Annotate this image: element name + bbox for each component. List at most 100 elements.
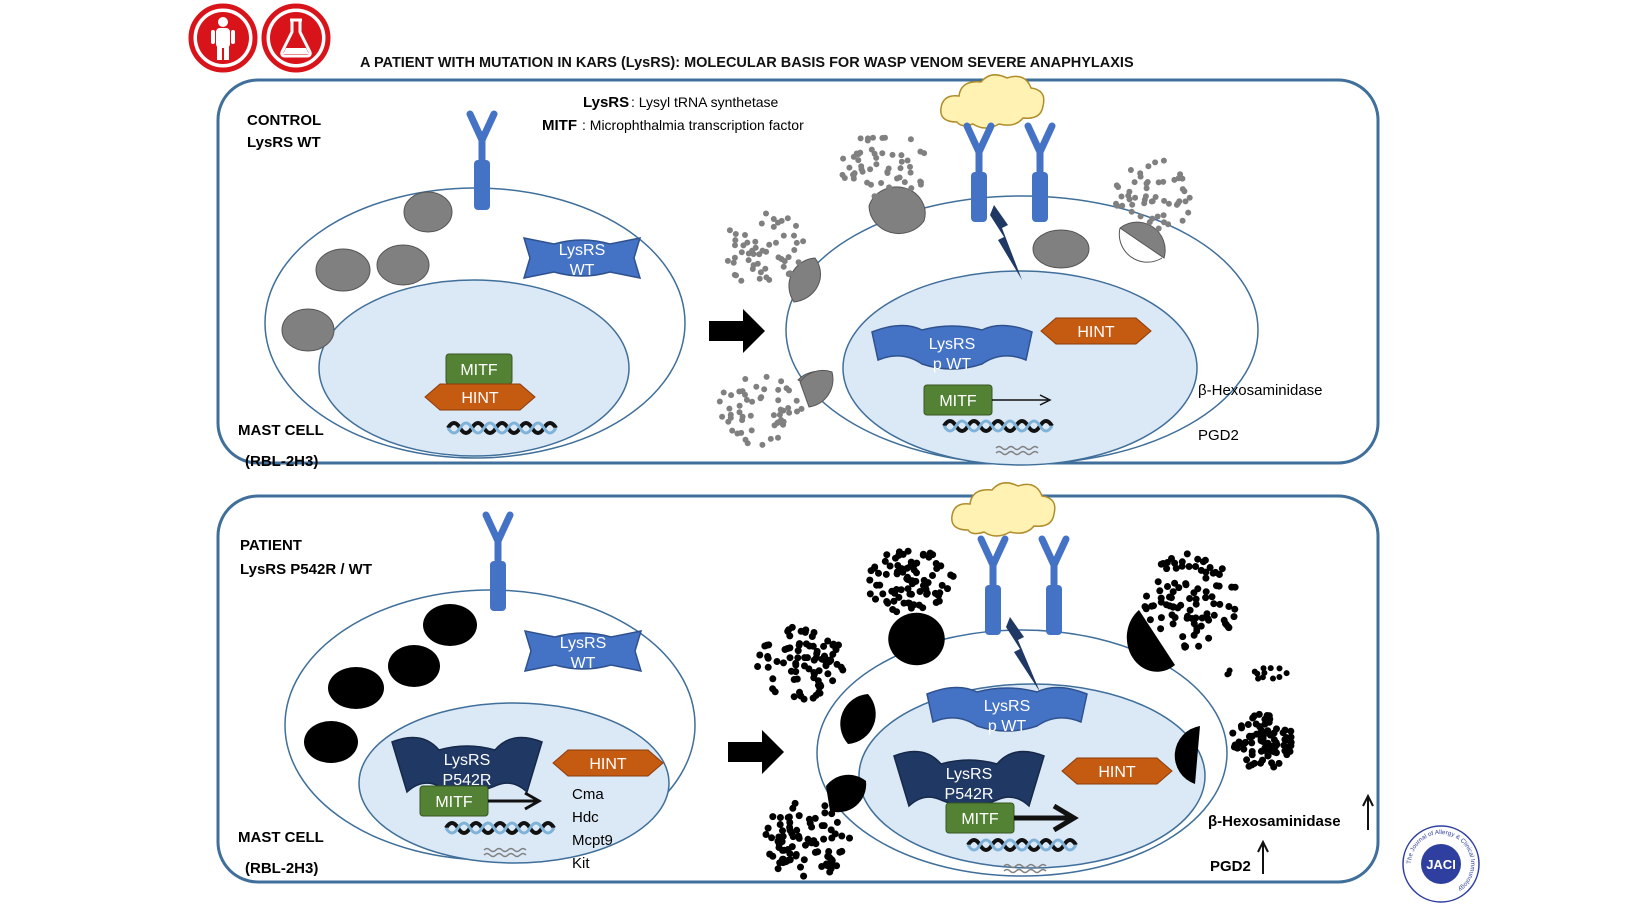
svg-text:MITF: MITF (460, 362, 498, 379)
mediator-dot (1276, 665, 1283, 672)
mediator-dot (779, 855, 786, 863)
lysrs-p542r-mutant-protein: LysRS P542R (893, 750, 1045, 807)
mediator-dot (923, 589, 931, 597)
mediator-dot (1273, 725, 1280, 733)
mediator-dot (1283, 670, 1290, 677)
hint-box: HINT (424, 383, 536, 411)
mitf-box: MITF (923, 384, 993, 416)
mediator-dot (1167, 594, 1175, 602)
mediator-dot (811, 848, 819, 856)
mediator-dot (1259, 756, 1266, 764)
mediator-dot (1260, 665, 1267, 672)
mediator-dot (1233, 744, 1241, 752)
lightning-icon (990, 205, 1022, 280)
mediator-dot (1183, 614, 1191, 622)
mediator-dot (929, 551, 937, 559)
mediator-dot (1165, 221, 1172, 228)
mediator-dot (768, 834, 776, 842)
svg-text:HINT: HINT (461, 390, 499, 407)
mediator-dot (1198, 614, 1206, 622)
legend-mitf-abbr: MITF (542, 117, 577, 134)
mediator-dot (775, 434, 781, 441)
mediator-dot (903, 564, 911, 572)
mediator-dot (1113, 200, 1119, 207)
mediator-dot (795, 812, 803, 820)
mediator-dot (1160, 212, 1167, 219)
mediator-dot (1206, 564, 1214, 571)
mediator-dot (1160, 178, 1167, 185)
mediator-dot (932, 599, 940, 606)
mediator-dot (761, 386, 768, 393)
lysrs-p542r-mutant-protein: LysRS P542R (391, 736, 543, 793)
figure-title: A PATIENT WITH MUTATION IN KARS (LysRS):… (360, 55, 1134, 71)
mediator-dot (774, 865, 782, 873)
mediator-dot (1259, 738, 1267, 745)
lysrs-wt-protein: LysRS WT (523, 237, 641, 279)
mediator-dot (1287, 733, 1295, 741)
mediator-dot (1182, 198, 1189, 205)
mediator-dot (1197, 622, 1205, 630)
mediator-dot (898, 158, 905, 165)
mediator-dot (868, 146, 875, 153)
mediator-dot (739, 417, 746, 424)
mediator-dot (736, 388, 743, 395)
lysrs-wt-protein: LysRS WT (524, 630, 642, 672)
mediator-dot (779, 832, 787, 840)
mediator-dot (731, 254, 738, 261)
mediator-dot (1224, 671, 1231, 678)
mediator-dot (1255, 675, 1262, 682)
mediator-dot (1165, 200, 1172, 207)
gene-label: Hdc (572, 809, 599, 826)
mediator-dot (1209, 569, 1217, 577)
mediator-dot (1163, 565, 1171, 573)
mediator-dot (776, 411, 783, 418)
mediator-dot (791, 247, 798, 253)
mediator-dot (816, 681, 824, 689)
mediator-dot (1157, 598, 1165, 606)
mediator-dot (1230, 613, 1238, 621)
svg-text:MITF: MITF (961, 811, 999, 828)
mediator-dot (795, 641, 803, 649)
mediator-dot (788, 843, 796, 851)
mediator-dot (929, 572, 936, 579)
mediator-dot (886, 184, 893, 191)
increase-arrow-icon (1362, 793, 1374, 830)
mediator-dot (786, 409, 793, 416)
svg-text:P542R: P542R (945, 786, 994, 803)
target-gene-list: Cma Hdc Mcpt9 Kit (572, 786, 613, 872)
mediator-dot (890, 597, 898, 605)
mediator-dot (777, 406, 784, 413)
mediator-dot (769, 852, 777, 860)
mediator-dot (833, 862, 841, 870)
mediator-dot (1225, 603, 1233, 610)
jaci-badge-text: JACI (1426, 857, 1456, 872)
mediator-dot (1199, 558, 1207, 566)
svg-text:WT: WT (570, 262, 595, 279)
mediator-dot (937, 562, 945, 570)
mediator-dot (778, 838, 786, 846)
mediator-dot (917, 181, 924, 188)
mediator-dot (949, 572, 957, 580)
mediator-dot (1202, 574, 1210, 582)
mediator-dot (769, 813, 777, 821)
mediator-dot (764, 663, 772, 671)
mediator-dot (868, 181, 874, 188)
mediator-dot (793, 222, 799, 229)
mediator-dot (1164, 583, 1171, 590)
mediator-dot (784, 627, 792, 635)
mediator-dot (729, 427, 736, 434)
mediator-dot (758, 394, 765, 401)
mediator-dot (866, 576, 874, 584)
mediator-dot (1208, 593, 1216, 601)
mediator-dot (810, 670, 818, 678)
mediator-dot (1149, 215, 1156, 222)
mediator-dot (1192, 563, 1200, 570)
mediator-dot (763, 248, 770, 255)
mediator-dot (881, 557, 889, 565)
mediator-dot (792, 852, 800, 860)
mediator-dot (1238, 724, 1246, 732)
mediator-dot (736, 409, 743, 416)
mediator-dot (885, 194, 892, 201)
mediator-dot (724, 257, 731, 264)
mediator-dot (1141, 196, 1148, 203)
